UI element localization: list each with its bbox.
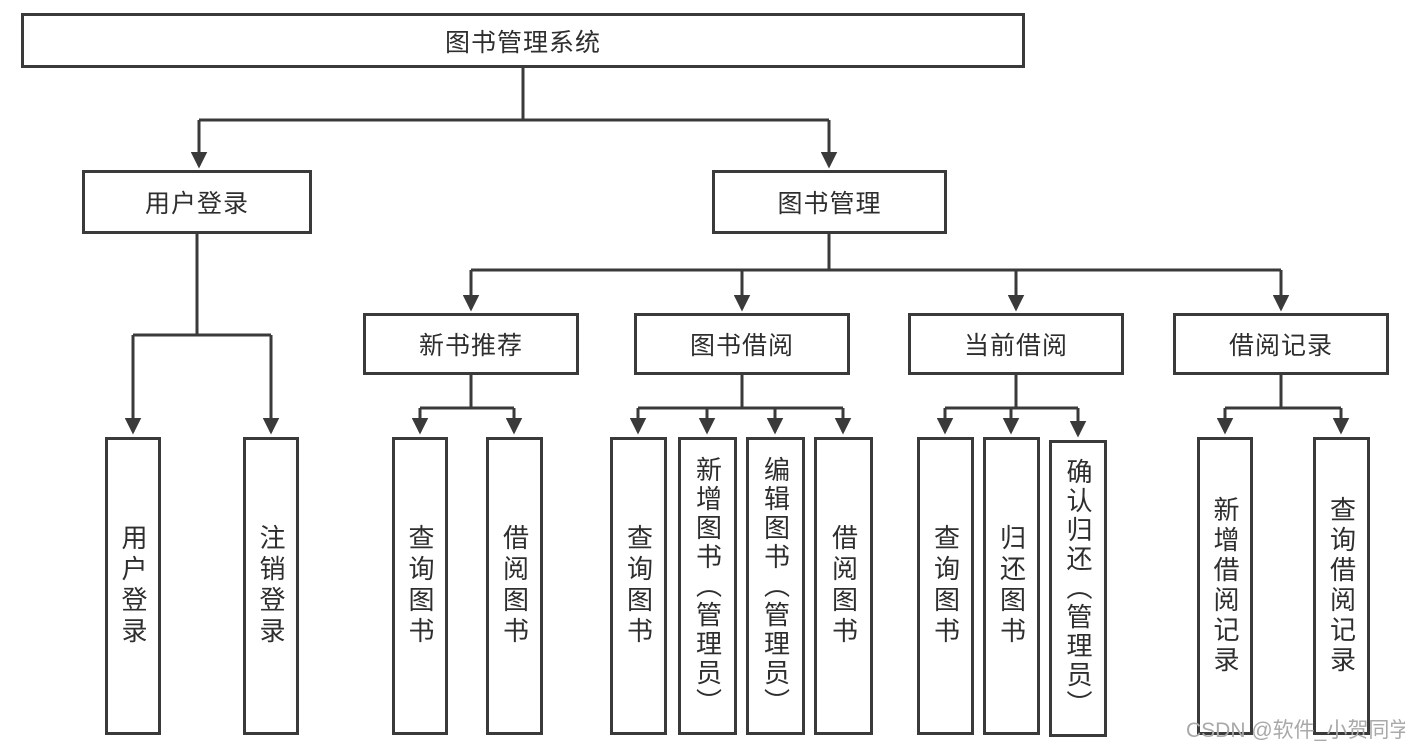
node-borrowing-records: 借阅记录	[1173, 313, 1389, 375]
node-leaf-query-book-2-label: 查询图书	[623, 524, 654, 648]
node-leaf-confirm-return: 确认归还（管理员）	[1049, 440, 1107, 737]
node-leaf-query-book-2: 查询图书	[610, 437, 667, 735]
node-current-borrowing: 当前借阅	[908, 313, 1124, 375]
node-leaf-borrow-book-2: 借阅图书	[814, 437, 873, 735]
node-leaf-logout: 注销登录	[243, 437, 299, 735]
node-user-login-label: 用户登录	[144, 190, 249, 218]
node-leaf-user-login: 用户登录	[105, 437, 161, 735]
node-leaf-query-book-3: 查询图书	[917, 437, 974, 735]
node-leaf-query-borrow-record: 查询借阅记录	[1313, 437, 1370, 735]
node-book-management-label: 图书管理	[777, 190, 882, 218]
node-leaf-add-borrow-record: 新增借阅记录	[1197, 437, 1253, 735]
node-root: 图书管理系统	[21, 13, 1025, 68]
node-leaf-return-book: 归还图书	[983, 437, 1040, 735]
node-book-management: 图书管理	[712, 170, 947, 234]
node-leaf-query-book-3-label: 查询图书	[930, 524, 961, 648]
node-borrowing-records-label: 借阅记录	[1228, 332, 1333, 360]
node-new-book-recommendation: 新书推荐	[363, 313, 579, 375]
node-leaf-edit-book: 编辑图书（管理员）	[746, 437, 805, 735]
node-new-book-recommendation-label: 新书推荐	[418, 332, 523, 360]
node-leaf-edit-book-label: 编辑图书（管理员）	[760, 455, 791, 717]
node-leaf-query-book-1: 查询图书	[392, 437, 448, 735]
node-leaf-confirm-return-label: 确认归还（管理员）	[1063, 458, 1093, 719]
node-leaf-borrow-book-1: 借阅图书	[486, 437, 543, 735]
node-current-borrowing-label: 当前借阅	[963, 332, 1068, 360]
node-leaf-add-book: 新增图书（管理员）	[678, 437, 737, 735]
watermark: CSDN @软件_小贺同学	[1186, 719, 1405, 742]
node-leaf-logout-label: 注销登录	[256, 524, 286, 648]
node-user-login: 用户登录	[82, 170, 312, 234]
node-leaf-return-book-label: 归还图书	[996, 524, 1027, 648]
node-leaf-add-borrow-record-label: 新增借阅记录	[1210, 496, 1240, 676]
node-leaf-query-borrow-record-label: 查询借阅记录	[1326, 496, 1357, 676]
node-leaf-user-login-label: 用户登录	[118, 524, 148, 648]
node-leaf-add-book-label: 新增图书（管理员）	[692, 455, 723, 717]
node-leaf-borrow-book-1-label: 借阅图书	[499, 524, 530, 648]
node-leaf-borrow-book-2-label: 借阅图书	[828, 524, 859, 648]
node-root-label: 图书管理系统	[444, 28, 601, 57]
node-leaf-query-book-1-label: 查询图书	[405, 524, 435, 648]
node-book-borrowing: 图书借阅	[634, 313, 850, 375]
node-book-borrowing-label: 图书借阅	[689, 332, 794, 360]
